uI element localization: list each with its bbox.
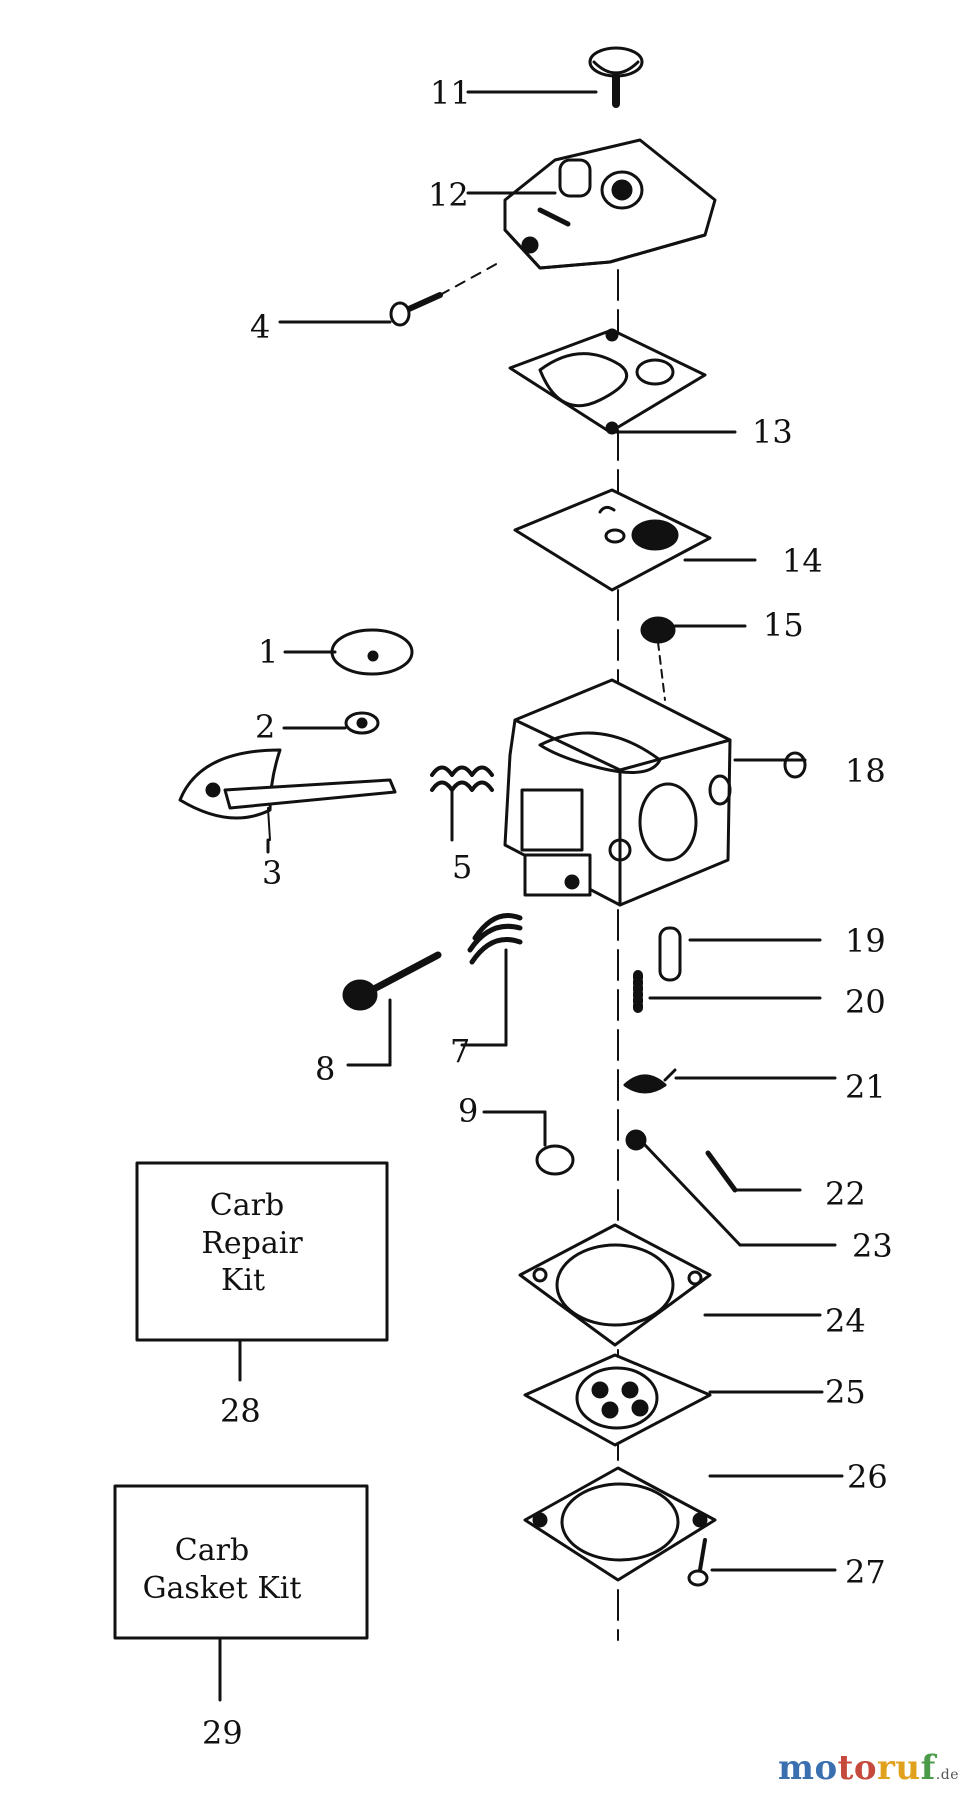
part-22-pin: [705, 1150, 738, 1193]
part-8-needle: [342, 951, 442, 1011]
repair-kit-line3: Kit: [221, 1263, 265, 1298]
callout-3: 3: [262, 854, 282, 892]
callout-26: 26: [847, 1458, 888, 1496]
callout-23: 23: [852, 1227, 893, 1265]
part-26-cover: [523, 1466, 717, 1582]
gasket-kit-line2: Gasket Kit: [143, 1571, 302, 1606]
part-1-disc: [330, 628, 414, 676]
callout-28: 28: [220, 1392, 261, 1430]
callout-12: 12: [428, 176, 469, 214]
part-25-diaphragm: [523, 1353, 712, 1447]
callout-11: 11: [430, 74, 471, 112]
callout-2: 2: [255, 708, 275, 746]
part-11-screw: [588, 46, 644, 108]
part-9-plug: [535, 1144, 575, 1176]
callout-7: 7: [450, 1032, 470, 1070]
callout-20: 20: [845, 983, 886, 1021]
callout-1: 1: [258, 633, 278, 671]
part-12-pump-cover: [503, 138, 717, 270]
repair-kit-box: [135, 1161, 389, 1342]
watermark-logo: motoruf.de: [777, 1748, 959, 1788]
part-21-lever: [623, 1068, 677, 1094]
part-2-pin: [344, 711, 380, 735]
callout-29: 29: [202, 1714, 243, 1752]
part-14-diaphragm: [513, 488, 712, 592]
part-4-screw: [389, 261, 501, 327]
callout-19: 19: [845, 922, 886, 960]
callout-22: 22: [825, 1175, 866, 1213]
callout-15: 15: [763, 606, 804, 644]
part-3-lever: [178, 748, 397, 841]
callout-4: 4: [250, 308, 270, 346]
callout-18: 18: [845, 752, 886, 790]
callout-5: 5: [452, 848, 472, 886]
callout-14: 14: [782, 542, 823, 580]
carburetor-body: [503, 678, 732, 907]
callout-24: 24: [825, 1302, 866, 1340]
part-24-gasket: [518, 1223, 712, 1347]
callout-27: 27: [845, 1553, 886, 1591]
gasket-kit-line1: Carb: [175, 1533, 249, 1568]
callout-21: 21: [845, 1068, 886, 1106]
callout-13: 13: [752, 413, 793, 451]
part-23-screw: [625, 1129, 647, 1151]
repair-kit-line2: Repair: [201, 1226, 303, 1261]
callout-25: 25: [825, 1373, 866, 1411]
part-27-screw: [687, 1538, 709, 1587]
part-18-clip: [783, 751, 807, 779]
callout-8: 8: [315, 1050, 335, 1088]
part-19-screen: [658, 926, 682, 982]
part-7-spring: [467, 913, 523, 965]
callout-9: 9: [458, 1092, 478, 1130]
part-13-diaphragm: [508, 328, 707, 435]
part-15-seat: [640, 616, 676, 701]
repair-kit-line1: Carb: [210, 1188, 284, 1223]
gasket-kit-box: [113, 1484, 369, 1640]
part-5-spring: [430, 765, 494, 792]
